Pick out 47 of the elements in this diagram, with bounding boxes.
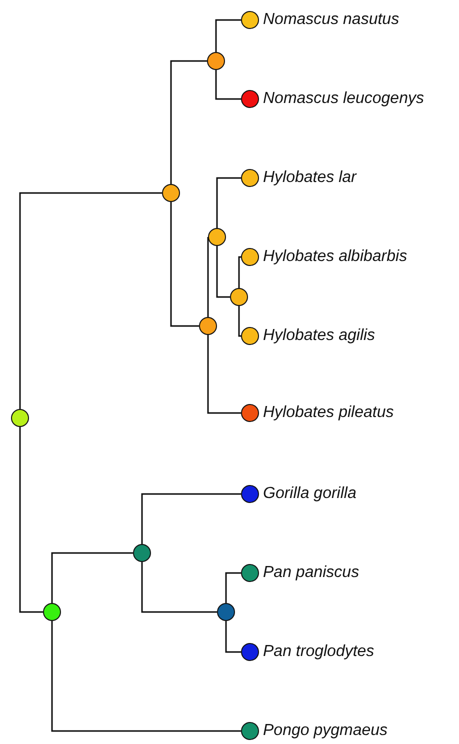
tree-node [241,485,259,503]
tree-node [207,52,225,70]
taxon-label: Hylobates lar [263,168,356,188]
tree-branch [215,19,241,52]
tree-node [241,643,259,661]
tree-node [241,564,259,582]
tree-node [133,544,151,562]
tree-node [208,228,226,246]
tree-node [217,603,235,621]
tree-node [43,603,61,621]
taxon-label: Nomascus leucogenys [263,89,424,109]
tree-branch [216,246,230,298]
taxon-label: Pongo pygmaeus [263,721,388,741]
tree-branch [225,621,241,653]
taxon-label: Gorilla gorilla [263,484,356,504]
taxon-label: Hylobates albibarbis [263,247,408,267]
tree-branch [51,621,241,732]
tree-node [230,288,248,306]
tree-branch [141,493,241,544]
tree-branch [238,256,241,288]
tree-node [241,248,259,266]
tree-branch [19,192,162,409]
tree-branch [207,236,209,317]
tree-node [199,317,217,335]
tree-branch [215,70,241,100]
taxon-label: Pan troglodytes [263,642,374,662]
tree-node [241,327,259,345]
taxon-label: Hylobates pileatus [263,403,394,423]
tree-branch [225,572,241,603]
tree-node [241,11,259,29]
tree-branch [207,335,241,414]
tree-node [162,184,180,202]
tree-branch [170,202,199,327]
tree-node [241,722,259,740]
taxon-label: Nomascus nasutus [263,10,400,30]
tree-branch [19,427,43,613]
tree-node [241,404,259,422]
tree-branch [216,177,241,228]
tree-branch [170,60,207,184]
tree-node [11,409,29,427]
tree-node [241,169,259,187]
tree-branch [141,562,217,613]
tree-branch [238,306,241,337]
tree-node [241,90,259,108]
taxon-label: Pan paniscus [263,563,360,583]
taxon-label: Hylobates agilis [263,326,376,346]
tree-branch [51,552,133,603]
